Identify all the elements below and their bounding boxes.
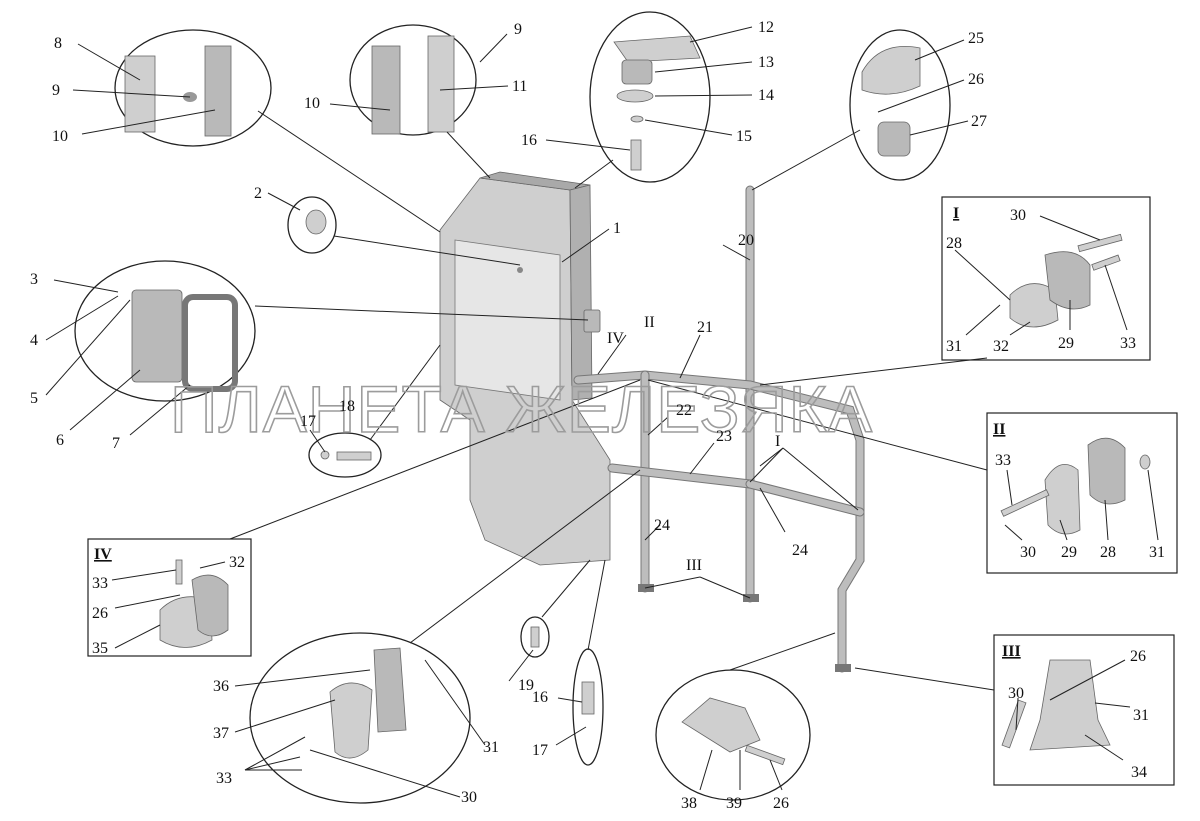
label-14: 14 [758,87,774,104]
leader-lines [45,26,1159,798]
label-33-box4: 33 [92,575,108,592]
label-33-box2: 33 [995,452,1011,469]
view-labels: II IV I III I II III IV [94,205,1021,660]
label-4: 4 [30,332,38,349]
label-18: 18 [339,398,355,415]
box-title-II: II [993,421,1005,438]
label-2: 2 [254,185,262,202]
label-30-box2: 30 [1020,544,1036,561]
label-33-lower: 33 [216,770,232,787]
label-10-right: 10 [304,95,320,112]
label-28-box2: 28 [1100,544,1116,561]
label-27: 27 [971,113,987,130]
label-17-left: 17 [300,413,316,430]
label-34: 34 [1131,764,1147,781]
label-32-box4: 32 [229,554,245,571]
label-5: 5 [30,390,38,407]
label-12: 12 [758,19,774,36]
label-24-left: 24 [654,517,670,534]
callout-hinge-right [349,24,477,136]
label-26-bottom: 26 [773,795,789,812]
view-label-I: I [775,433,780,450]
label-24-right: 24 [792,542,808,559]
box-title-III: III [1002,643,1021,660]
cabinet-partition [439,171,611,566]
label-23: 23 [716,428,732,445]
label-15: 15 [736,128,752,145]
label-9-right: 9 [514,21,522,38]
watermark-text: ПЛАНЕТА ЖЕЛЕЗЯКА [170,372,873,446]
label-17-bottom: 17 [532,742,548,759]
label-6: 6 [56,432,64,449]
view-label-II: II [644,314,655,331]
label-36: 36 [213,678,229,695]
label-3: 3 [30,271,38,288]
label-29-box2: 29 [1061,544,1077,561]
label-22: 22 [676,402,692,419]
box-title-I: I [953,205,959,222]
label-28-box1: 28 [946,235,962,252]
view-label-III: III [686,557,702,574]
label-37: 37 [213,725,229,742]
view-label-IV: IV [607,330,624,347]
label-26-top: 26 [968,71,984,88]
label-21: 21 [697,319,713,336]
label-32-box1: 32 [993,338,1009,355]
label-31-box2: 31 [1149,544,1165,561]
label-38: 38 [681,795,697,812]
label-31-box3: 31 [1133,707,1149,724]
box-title-IV: IV [94,546,112,563]
label-19: 19 [518,677,534,694]
label-20: 20 [738,232,754,249]
label-31-lower: 31 [483,739,499,756]
label-31-box1: 31 [946,338,962,355]
label-1: 1 [613,220,621,237]
part-numbers: 8 9 10 9 10 11 12 13 14 15 16 25 26 27 2… [30,19,1165,812]
label-13: 13 [758,54,774,71]
label-30-lower: 30 [461,789,477,806]
detail-box-I [941,196,1151,361]
label-26-box3: 26 [1130,648,1146,665]
label-39: 39 [726,795,742,812]
label-25: 25 [968,30,984,47]
label-11: 11 [512,78,527,95]
label-7: 7 [112,435,120,452]
label-35: 35 [92,640,108,657]
label-29-box1: 29 [1058,335,1074,352]
handle-plate [583,309,601,333]
label-16-top: 16 [521,132,537,149]
label-30-box3: 30 [1008,685,1024,702]
label-8: 8 [54,35,62,52]
label-16-bottom: 16 [532,689,548,706]
label-30-box1: 30 [1010,207,1026,224]
label-9-left: 9 [52,82,60,99]
label-33-box1: 33 [1120,335,1136,352]
detail-box-II [986,412,1178,574]
lock-hole [517,267,523,273]
label-10-left: 10 [52,128,68,145]
label-26-box4: 26 [92,605,108,622]
